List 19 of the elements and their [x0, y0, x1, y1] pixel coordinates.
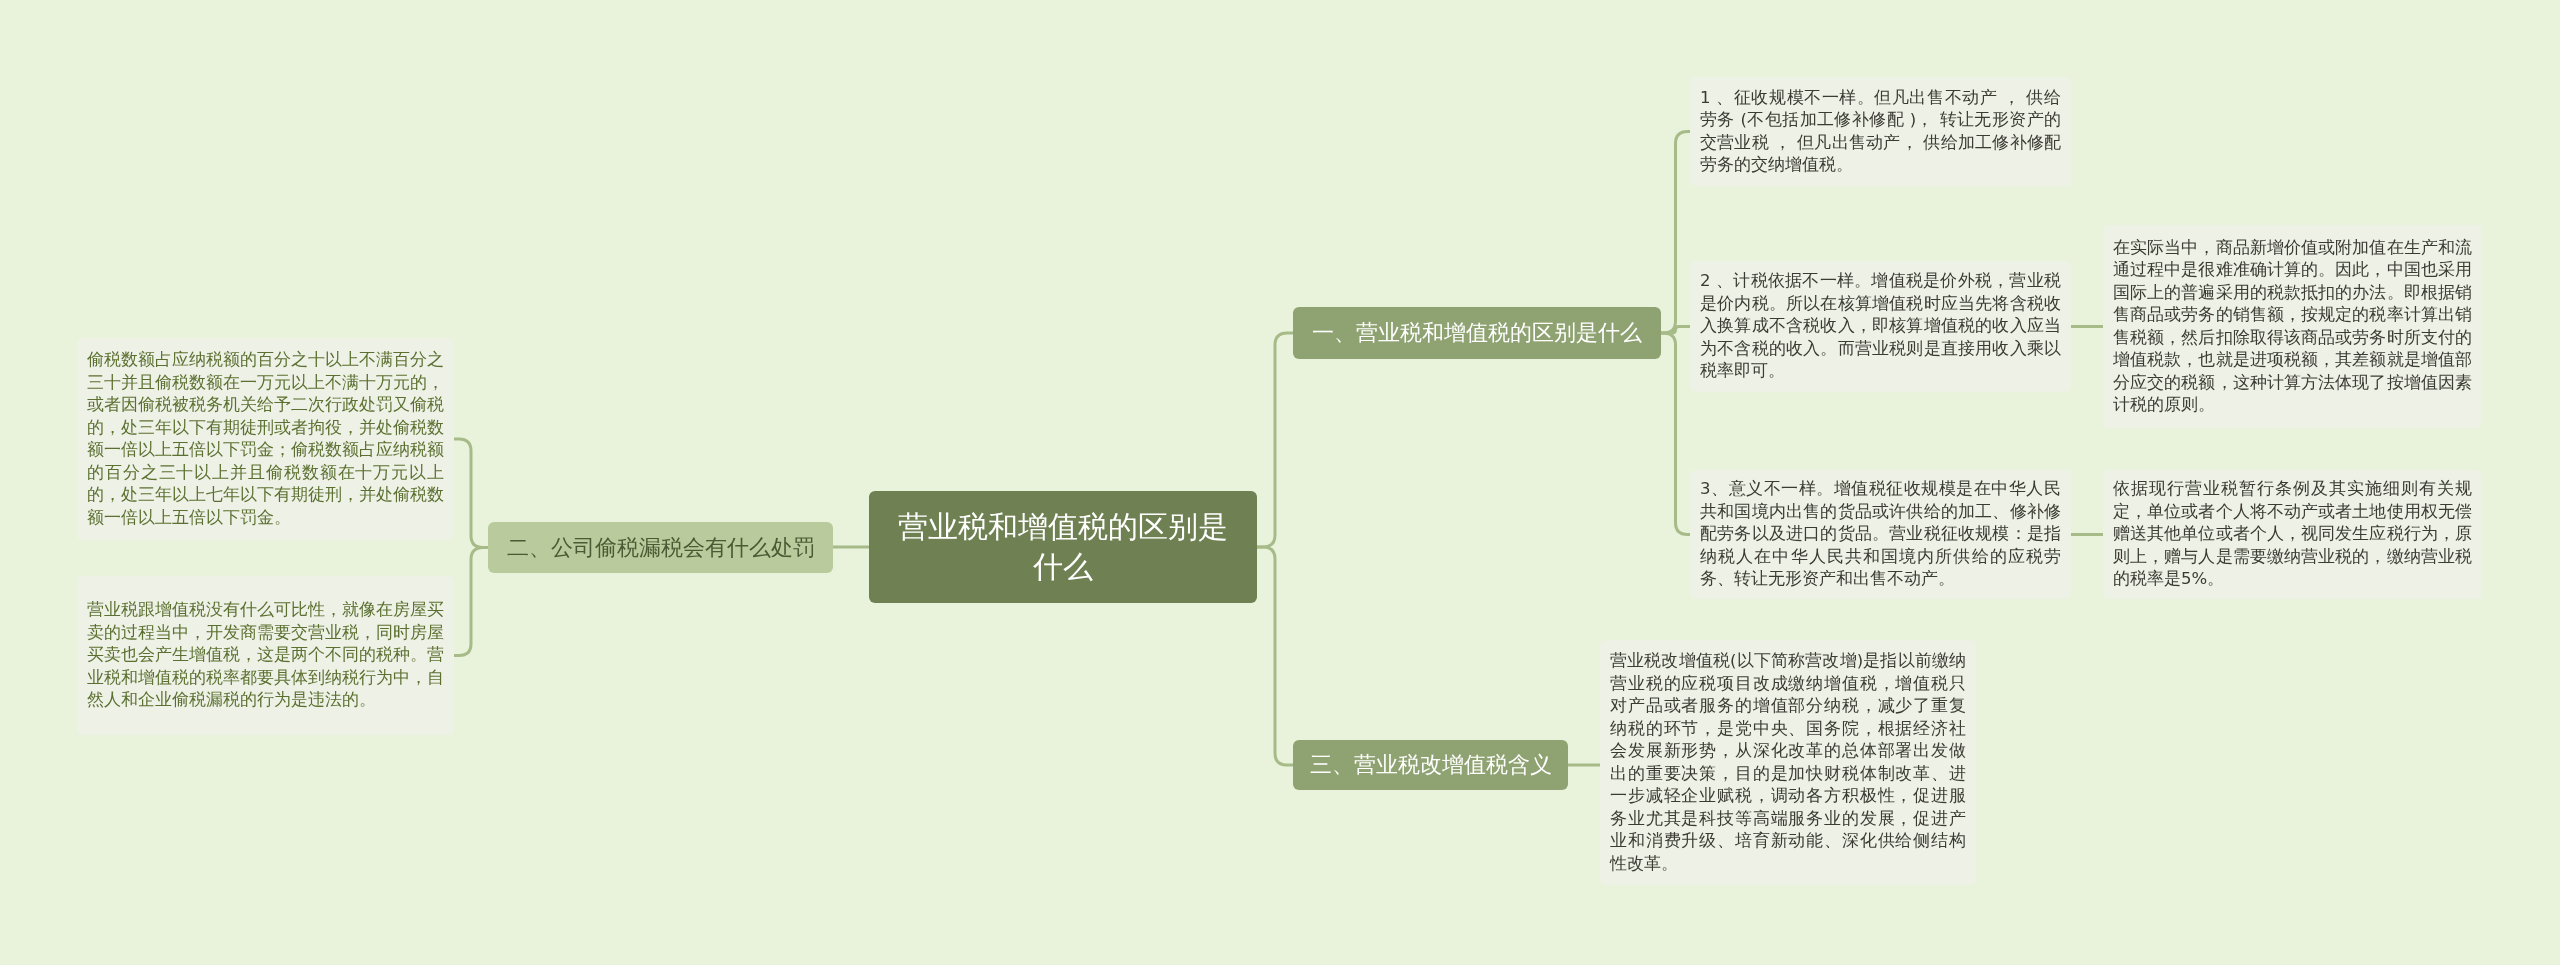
text-card: 在实际当中，商品新增价值或附加值在生产和流通过程中是很难准确计算的。因此，中国也采用国际上的普遍采用的税款抵扣的办法。即根据销售商品或劳务的销售额，按规定的税率计算出销售税额，然后扣除取得该商品或劳务时所支付的增值税款，也就是进项税额，其差额就是增值部分应交的税额，这种计算方法体现了按增值因素计税的原则。 — [2103, 225, 2482, 428]
topic-box: 二、公司偷税漏税会有什么处罚 — [488, 522, 833, 573]
text-card: 3、意义不一样。增值税征收规模是在中华人民共和国境内出售的货品或许供给的加工、修补修配劳务以及进口的货品。营业税征收规模：是指纳税人在中华人民共和国境内所供给的应税劳务、转让无形资产和出售不动产。 — [1690, 470, 2071, 599]
connector-line — [1257, 545, 1293, 767]
connector-line — [2071, 533, 2103, 536]
text-card: 2 、计税依据不一样。增值税是价外税，营业税是价内税。所以在核算增值税时应当先将含税收入换算成不含税收入，即核算增值税的收入应当为不含税的收入。而营业税则是直接用收入乘以税率即可。 — [1690, 261, 2071, 392]
topic-box: 一、营业税和增值税的区别是什么 — [1293, 307, 1661, 359]
connector-line — [833, 545, 869, 549]
central-topic-box: 营业税和增值税的区别是什么 — [869, 491, 1257, 603]
connector-line — [1568, 763, 1600, 767]
text-card: 营业税跟增值税没有什么可比性，就像在房屋买卖的过程当中，开发商需要交营业税，同时房屋买卖也会产生增值税，这是两个不同的税种。营业税和增值税的税率都要具体到纳税行为中，自然人和企业偷税漏税的行为是违法的。 — [77, 576, 454, 735]
text-card: 依据现行营业税暂行条例及其实施细则有关规定，单位或者个人将不动产或者土地使用权无偿赠送其他单位或者个人，视同发生应税行为，原则上，赠与人是需要缴纳营业税的，缴纳营业税的税率是5%。 — [2103, 470, 2482, 599]
text-card: 1 、征收规模不一样。但凡出售不动产 ， 供给劳务 (不包括加工修补修配 )， 转让无形资产的交营业税 ， 但凡出售动产， 供给加工修补修配劳务的交纳增值税。 — [1690, 77, 2071, 186]
connector-line — [2071, 325, 2103, 328]
text-card: 营业税改增值税(以下简称营改增)是指以前缴纳营业税的应税项目改成缴纳增值税，增值税只对产品或者服务的增值部分纳税，减少了重复纳税的环节，是党中央、国务院，根据经济社会发展新形势，从深化改革的总体部署出发做出的重要决策，目的是加快财税体制改革、进一步减轻企业赋税，调动各方积极性，促进服务业尤其是科技等高端服务业的发展，促进产业和消费升级、培育新动能、深化供给侧结构性改革。 — [1600, 640, 1976, 885]
text-card: 偷税数额占应纳税额的百分之十以上不满百分之三十并且偷税数额在一万元以上不满十万元的，或者因偷税被税务机关给予二次行政处罚又偷税的，处三年以下有期徒刑或者拘役，并处偷税数额一倍以上五倍以下罚金；偷税数额占应纳税额的百分之三十以上并且偷税数额在十万元以上的，处三年以上七年以下有期徒刑，并处偷税数额一倍以上五倍以下罚金。 — [77, 338, 454, 540]
topic-box: 三、营业税改增值税含义 — [1293, 740, 1568, 790]
connector-line — [1661, 130, 1690, 335]
connector-line — [1661, 331, 1690, 536]
